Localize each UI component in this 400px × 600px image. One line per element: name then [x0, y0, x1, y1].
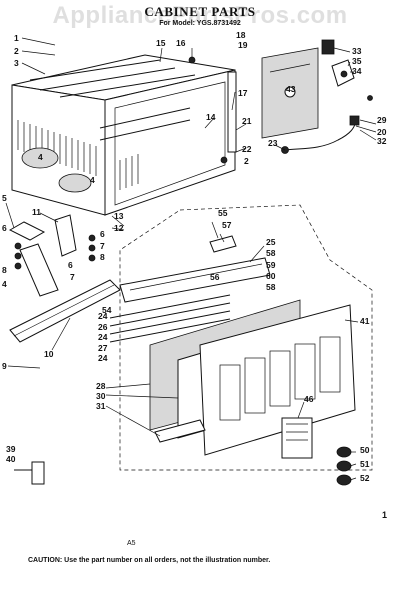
watermark-text: AppliancePartsPros.com: [52, 2, 348, 29]
callout-21: 21: [242, 116, 252, 126]
callout-8: 8: [2, 265, 7, 275]
callout-6: 6: [2, 223, 7, 233]
callout-10: 10: [44, 349, 54, 359]
corner-mark: A5: [127, 540, 136, 547]
callout-40: 40: [6, 454, 16, 464]
callout-11: 11: [32, 207, 41, 217]
callout-58: 58: [266, 282, 276, 292]
callout-7: 7: [70, 272, 75, 282]
callout-56: 56: [210, 272, 220, 282]
callout-34: 34: [352, 66, 362, 76]
callout-16: 16: [176, 38, 186, 48]
callout-2-lower: 2: [244, 156, 249, 166]
callout-50: 50: [360, 445, 370, 455]
callout-23: 23: [268, 138, 278, 148]
callout-6: 6: [100, 229, 105, 239]
callout-58: 58: [266, 248, 276, 258]
callout-25: 25: [266, 237, 276, 247]
callout-9: 9: [2, 361, 7, 371]
leader-lines: [5, 37, 377, 481]
cabinet-shell: [11, 54, 237, 216]
callout-18: 18: [236, 30, 246, 40]
callout-labels: 1 2 3 4 4 4 5 6 6 6 7 7 8 8 9 10 11 12 1…: [2, 30, 387, 483]
callout-22: 22: [242, 144, 252, 154]
callout-51: 51: [360, 459, 370, 469]
callout-31: 31: [96, 401, 106, 411]
diagram-title: CABINET PARTS: [144, 4, 256, 19]
mounting-brackets: [8, 214, 121, 343]
callout-52: 52: [360, 473, 370, 483]
callout-8: 8: [100, 252, 105, 262]
callout-55: 55: [218, 208, 228, 218]
callout-24: 24: [98, 332, 108, 342]
callout-29: 29: [377, 115, 387, 125]
callout-54: 54: [102, 305, 112, 315]
callout-35: 35: [352, 56, 362, 66]
callout-12: 12: [114, 223, 124, 233]
callout-13: 13: [114, 211, 124, 221]
callout-24: 24: [98, 353, 108, 363]
callout-60: 60: [266, 271, 276, 281]
callout-30: 30: [96, 391, 106, 401]
callout-6: 6: [68, 260, 73, 270]
callout-27: 27: [98, 343, 108, 353]
callout-4: 4: [2, 279, 7, 289]
callout-5: 5: [2, 193, 7, 203]
callout-57: 57: [222, 220, 232, 230]
callout-2: 2: [14, 46, 19, 56]
model-line: For Model: YGS.8731492: [159, 20, 241, 27]
callout-4: 4: [90, 175, 95, 185]
callout-19: 19: [238, 40, 248, 50]
rear-panel-assembly: [261, 39, 373, 154]
callout-46: 46: [304, 394, 314, 404]
callout-17: 17: [238, 88, 248, 98]
callout-15: 15: [156, 38, 166, 48]
callout-39: 39: [6, 444, 16, 454]
callout-32: 32: [377, 136, 387, 146]
callout-7: 7: [100, 241, 105, 251]
callout-59: 59: [266, 260, 276, 270]
callout-3: 3: [14, 58, 19, 68]
callout-33: 33: [352, 46, 362, 56]
caution-note: CAUTION: Use the part number on all orde…: [28, 557, 271, 564]
callout-28: 28: [96, 381, 106, 391]
callout-1: 1: [14, 33, 19, 43]
callout-4: 4: [38, 152, 43, 162]
page-mark: 1: [382, 510, 388, 520]
callout-41: 41: [360, 316, 370, 326]
callout-43: 43: [286, 84, 296, 94]
front-grille-assembly: [14, 204, 373, 486]
callout-26: 26: [98, 322, 108, 332]
callout-24: 24: [98, 311, 108, 321]
callout-14: 14: [206, 112, 216, 122]
callout-20: 20: [377, 127, 387, 137]
